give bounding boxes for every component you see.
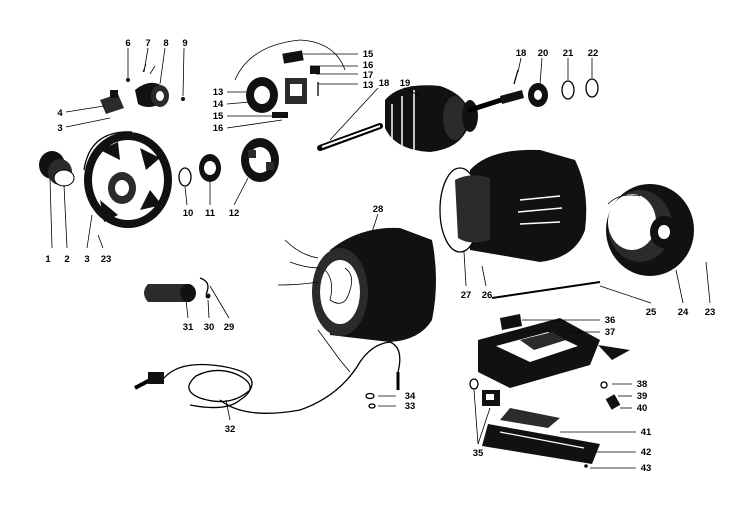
label-4: 4 [57, 108, 63, 119]
label-9: 9 [182, 38, 187, 49]
label-18-mid: 18 [379, 78, 390, 89]
label-39: 39 [637, 391, 648, 402]
brush-grip-part [144, 277, 211, 302]
label-26: 26 [482, 290, 493, 301]
part-labels: 1 2 3 23 4 3 6 7 8 9 10 11 12 13 14 15 1… [45, 38, 715, 474]
label-43: 43 [641, 463, 652, 474]
label-32: 32 [225, 424, 236, 435]
label-18: 18 [516, 48, 527, 59]
label-27: 27 [461, 290, 472, 301]
label-34: 34 [405, 391, 416, 402]
washer-part [178, 167, 192, 187]
power-cord-part [134, 341, 401, 414]
label-35: 35 [473, 448, 484, 459]
label-28: 28 [373, 204, 384, 215]
brush-holder-assembly [100, 63, 185, 114]
label-3-top: 3 [57, 123, 62, 134]
label-12: 12 [229, 208, 240, 219]
label-37: 37 [605, 327, 616, 338]
label-15-left: 15 [213, 111, 224, 122]
seal-ring-part [585, 78, 599, 98]
label-11: 11 [205, 208, 216, 219]
label-24: 24 [678, 307, 689, 318]
label-23: 23 [705, 307, 716, 318]
label-13: 13 [363, 80, 374, 91]
label-13-left: 13 [213, 87, 224, 98]
switch-assembly [234, 39, 346, 118]
label-19: 19 [400, 78, 411, 89]
label-20: 20 [538, 48, 549, 59]
label-6: 6 [125, 38, 130, 49]
label-21: 21 [563, 48, 574, 59]
motor-housing-part [439, 149, 587, 262]
label-1: 1 [45, 254, 51, 265]
label-29: 29 [224, 322, 235, 333]
label-2: 2 [64, 254, 69, 265]
through-bolt-part [491, 281, 601, 299]
label-22: 22 [588, 48, 599, 59]
stator-winding-part [277, 227, 436, 373]
end-shield-part [83, 131, 172, 228]
label-23-left: 23 [101, 254, 112, 265]
leader-lines [49, 47, 711, 469]
label-31: 31 [183, 322, 194, 333]
label-10: 10 [183, 208, 194, 219]
label-42: 42 [641, 447, 652, 458]
label-7: 7 [145, 38, 150, 49]
label-41: 41 [641, 427, 652, 438]
fan-bearing-part [528, 83, 548, 107]
cord-clamp-part [365, 392, 376, 409]
label-33: 33 [405, 401, 416, 412]
label-16-left: 16 [213, 123, 224, 134]
brush-cap-part [39, 151, 75, 187]
label-3: 3 [84, 254, 89, 265]
label-30: 30 [204, 322, 215, 333]
label-17: 17 [363, 70, 374, 81]
label-38: 38 [637, 379, 648, 390]
label-16: 16 [363, 60, 374, 71]
handle-assembly [478, 314, 630, 468]
label-14: 14 [213, 99, 224, 110]
brush-bridge-part [241, 138, 279, 182]
label-40: 40 [637, 403, 648, 414]
label-15: 15 [363, 49, 374, 60]
retaining-ring-part [561, 80, 575, 100]
rear-end-bell-part [606, 184, 694, 276]
label-36: 36 [605, 315, 616, 326]
armature-part [317, 69, 524, 154]
ball-bearing-part [199, 154, 221, 182]
label-8: 8 [163, 38, 168, 49]
strain-relief-part [469, 378, 500, 406]
label-25: 25 [646, 307, 657, 318]
